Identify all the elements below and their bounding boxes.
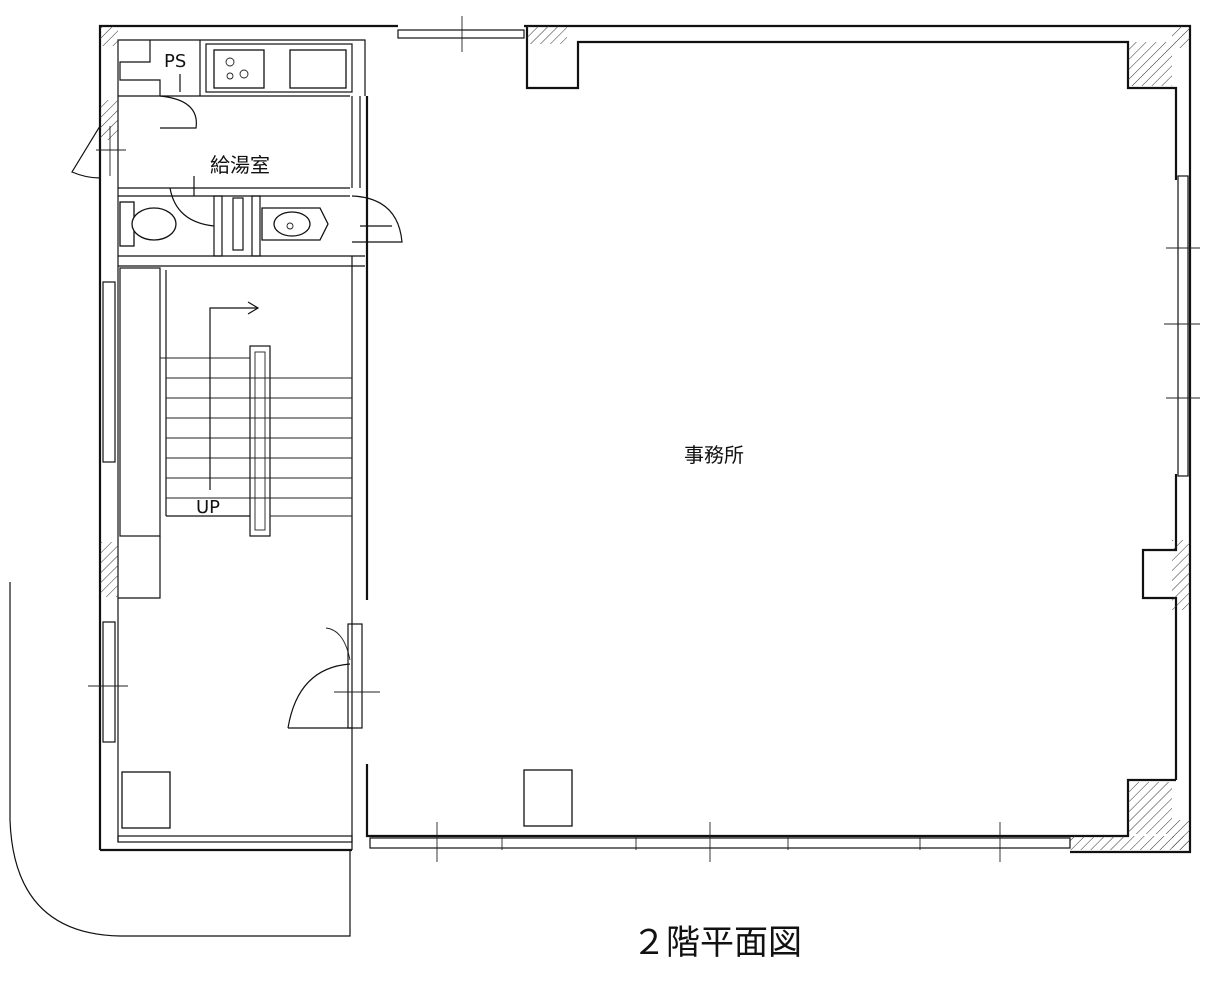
lobby [9,536,380,937]
office-label: 事務所 [684,443,744,467]
outer-walls [98,24,1192,854]
staircase [119,267,352,537]
kitchen-fixtures [213,49,347,89]
core-partitions [118,40,403,850]
kitchenette-label: 給湯室 [210,153,270,177]
pipe-space-label: PS [164,51,186,72]
stair-up-label: UP [196,497,220,518]
windows [71,16,1200,862]
floor-plan-title: ２階平面図 [632,923,802,963]
toilet-fixtures [119,201,329,247]
office-column [523,769,573,827]
